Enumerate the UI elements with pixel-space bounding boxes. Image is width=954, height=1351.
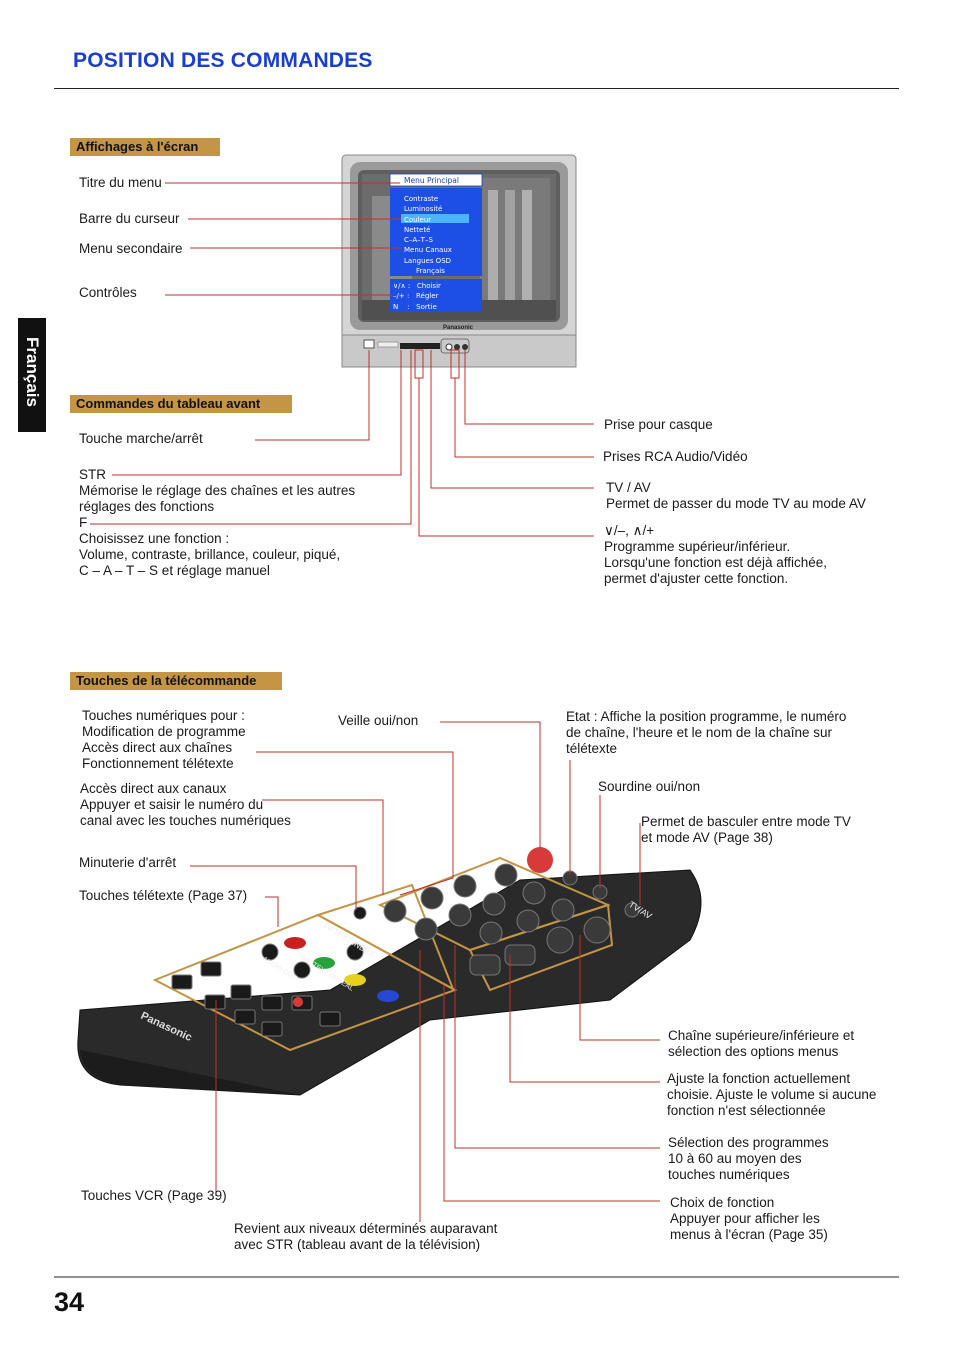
label-direct-access: Accès direct aux canaux Appuyer et saisi…	[80, 781, 291, 828]
tv-menu-item-selected: Couleur	[404, 215, 432, 224]
label-tvav-front: TV / AV Permet de passer du mode TV au m…	[606, 480, 866, 511]
label-tvav-remote: Permet de basculer entre mode TV et mode…	[641, 814, 851, 845]
label-sleep-timer: Minuterie d'arrêt	[79, 855, 177, 870]
tv-menu-items: Contraste Luminosité Couleur Netteté C–A…	[404, 194, 452, 276]
tv-menu-item: C–A–T–S	[404, 236, 433, 245]
tv-menu-item: Luminosité	[404, 205, 443, 214]
tv-menu-item: Contraste	[404, 195, 439, 203]
label-mute: Sourdine oui/non	[598, 779, 701, 794]
label-str-f: STR Mémorise le réglage des chaînes et l…	[79, 467, 356, 578]
header-rule	[54, 88, 899, 89]
tv-menu-item: Langues OSD	[404, 256, 452, 265]
tv-menu-item: Français	[416, 267, 445, 276]
label-status: Etat : Affiche la position programme, le…	[566, 709, 847, 756]
tv-menu-control: –/+ : Régler	[393, 292, 439, 301]
label-channel: Chaîne supérieure/inférieure et sélectio…	[668, 1028, 855, 1059]
tv-menu-item: Menu Canaux	[404, 246, 452, 255]
remote-leaders	[190, 721, 660, 1222]
remote-illustration: Panasonic TV/TEXT INDEX TV/AV TIME/TEXT …	[77, 847, 702, 1096]
label-headphone: Prise pour casque	[604, 417, 713, 432]
section-front-panel: Commandes du tableau avant	[70, 395, 292, 413]
label-teletext-keys: Touches télétexte (Page 37)	[79, 888, 248, 903]
label-menu-title: Titre du menu	[79, 175, 162, 190]
tv-brand: Panasonic	[443, 325, 474, 331]
tv-menu-control: ∨/∧ : Choisir	[393, 282, 441, 290]
tv-menu-item: Netteté	[404, 225, 431, 234]
label-rca: Prises RCA Audio/Vidéo	[603, 449, 748, 464]
label-power: Touche marche/arrêt	[79, 431, 203, 446]
section-remote: Touches de la télécommande	[70, 672, 282, 690]
label-standby: Veille oui/non	[338, 713, 419, 728]
page-title: POSITION DES COMMANDES	[73, 49, 373, 72]
osd-leaders	[165, 182, 401, 296]
label-numeric-keys: Touches numériques pour : Modification d…	[82, 708, 246, 771]
label-cursor-bar: Barre du curseur	[79, 211, 180, 226]
section-osd: Affichages à l'écran	[70, 138, 220, 156]
label-programs: Sélection des programmes 10 à 60 au moye…	[668, 1135, 829, 1182]
label-updown: ∨/–, ∧/+ Programme supérieur/inférieur. …	[604, 523, 827, 586]
label-vcr-keys: Touches VCR (Page 39)	[81, 1188, 227, 1203]
tv-menu-controls: ∨/∧ : Choisir –/+ : Régler N : Sortie	[393, 281, 441, 312]
label-controls: Contrôles	[79, 285, 137, 300]
label-adjust: Ajuste la fonction actuellement choisie.…	[667, 1071, 877, 1118]
language-tab: Français	[18, 318, 46, 432]
remote-audio-label: AUDIO OUT	[261, 956, 298, 983]
tv-menu-control: N : Sortie	[393, 302, 437, 311]
label-secondary-menu: Menu secondaire	[79, 241, 183, 256]
front-panel-leaders	[90, 349, 594, 537]
label-function: Choix de fonction Appuyer pour afficher …	[670, 1195, 828, 1242]
tv-menu-header: Menu Principal	[404, 176, 459, 185]
page-number: 34	[54, 1287, 85, 1317]
label-return: Revient aux niveaux déterminés auparavan…	[234, 1221, 498, 1252]
tv-illustration	[341, 154, 577, 368]
